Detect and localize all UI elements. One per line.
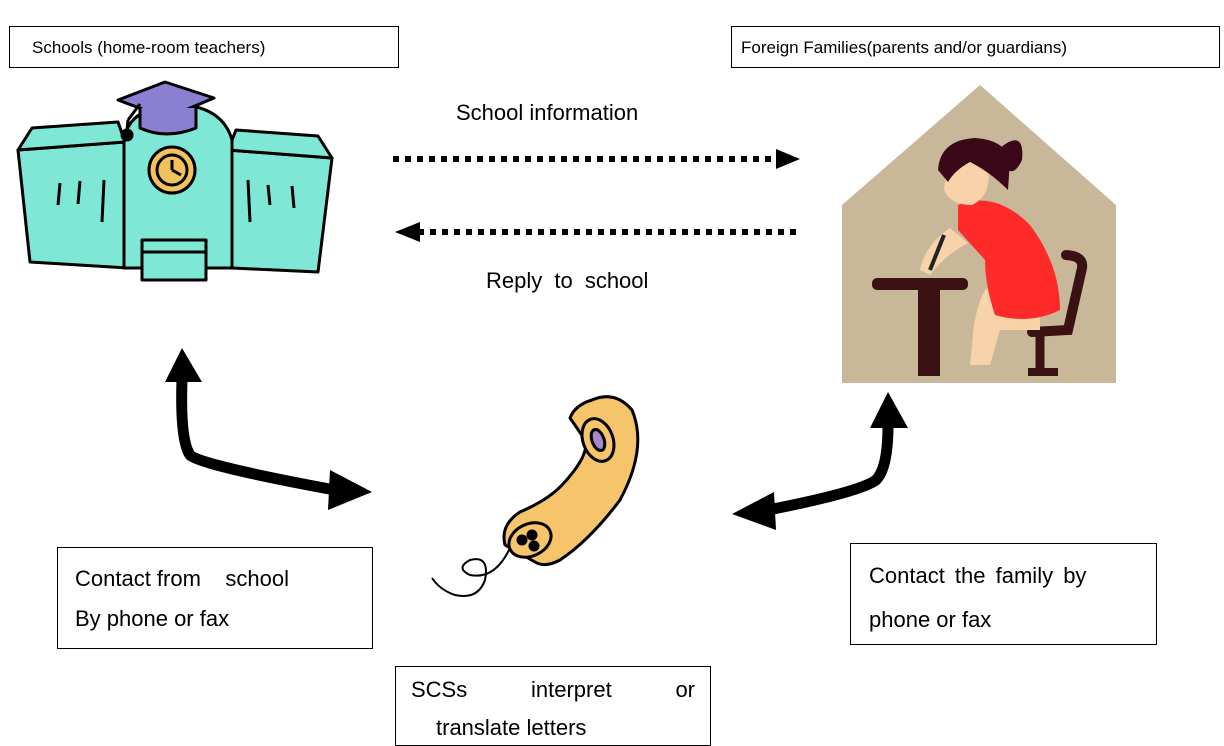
scs-line1: SCSs interpret or: [411, 677, 695, 703]
contact-school-line2: By phone or fax: [75, 606, 230, 631]
school-to-phone-arrow: [165, 348, 372, 510]
school-info-label: School information: [456, 100, 639, 125]
schools-label: Schools (home-room teachers): [32, 38, 266, 57]
school-building-icon: [16, 80, 334, 282]
schools-label-box: Schools (home-room teachers): [9, 26, 399, 68]
contact-school-line1: Contact from school: [75, 566, 289, 591]
scs-word-3: or: [675, 677, 695, 702]
contact-family-line2: phone or fax: [869, 607, 992, 632]
phone-to-family-arrow: [732, 392, 908, 530]
telephone-handset-icon: [431, 395, 640, 597]
families-label: Foreign Families(parents and/or guardian…: [741, 38, 1067, 57]
scs-box: SCSs interpret or translate letters: [395, 666, 711, 746]
scs-line2: translate letters: [436, 715, 587, 740]
scs-word-2: interpret: [530, 677, 612, 702]
contact-school-box: Contact from school By phone or fax: [57, 547, 373, 649]
families-label-box: Foreign Families(parents and/or guardian…: [731, 26, 1220, 68]
house-with-girl-studying-icon: [842, 85, 1116, 383]
contact-family-box: Contact the family by phone or fax: [850, 543, 1157, 645]
school-info-arrow: [393, 149, 800, 169]
diagram-canvas: [16, 80, 1116, 597]
reply-label: Reply to school: [486, 268, 649, 293]
contact-family-line1: Contact the family by: [869, 563, 1087, 588]
reply-arrow: [395, 222, 802, 242]
scs-word-1: SCSs: [411, 677, 468, 702]
